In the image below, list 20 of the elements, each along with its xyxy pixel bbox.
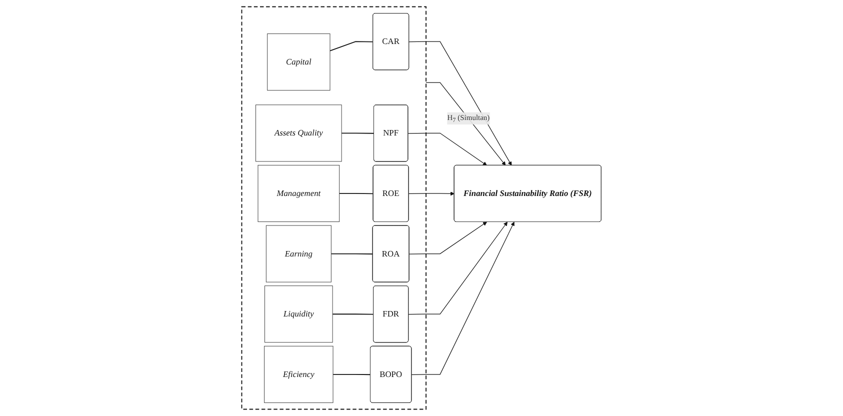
connector [332, 314, 374, 315]
node-box: Management [258, 164, 340, 222]
cluster [241, 6, 427, 410]
node-box: Eficiency [264, 346, 334, 403]
arrow [408, 192, 455, 196]
arrow [408, 132, 488, 166]
node-box: Capital [267, 34, 330, 91]
arrow [426, 82, 506, 166]
node-box: Earning [266, 225, 332, 282]
connector [332, 374, 371, 376]
node-box: Assets Quality [256, 104, 342, 162]
arrow [409, 222, 488, 254]
arrow [408, 41, 512, 166]
connector [338, 193, 374, 194]
node-box: Liquidity [264, 286, 333, 343]
connector [341, 132, 374, 134]
arrow [411, 222, 514, 375]
arrow [408, 222, 508, 315]
connector [330, 41, 374, 52]
connector [330, 253, 374, 254]
